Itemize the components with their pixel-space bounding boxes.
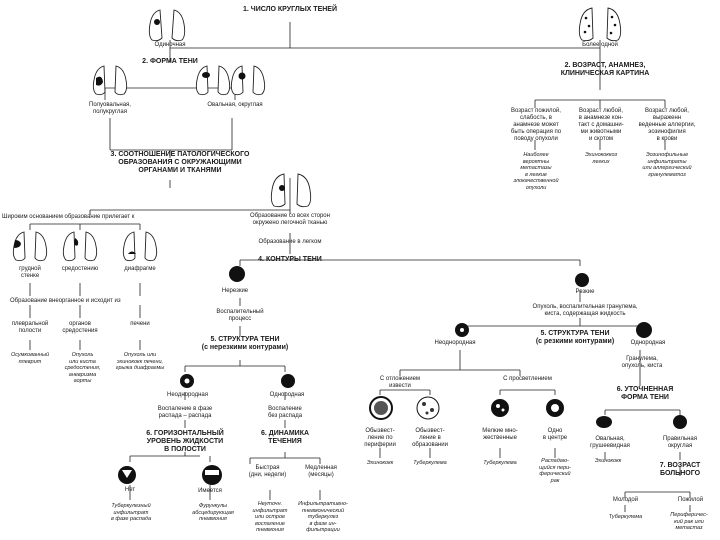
calc-inside-icon (416, 396, 440, 420)
s6m-fast-note: Неуточн. инфильтрат или острое воспалени… (252, 501, 288, 533)
s3-abdominal-note: Опухоль или эхинококк печени, грыжа диаф… (115, 352, 165, 371)
s6m-slow-note: Инфильтративно- пневмонический туберкуле… (298, 501, 348, 533)
s2-oval: Овальная, округлая (207, 102, 263, 108)
oval-form-icon (596, 416, 612, 428)
s3-wide-base: Широким основанием образование прилегает… (2, 214, 135, 220)
s5r-calc1: Обызвест- ление по периферии (364, 428, 396, 448)
s7-title: 7. ВОЗРАСТ БОЛЬНОГО (659, 462, 701, 477)
s3-surrounded: Образование со всех сторон окружено лего… (250, 213, 330, 226)
lung-oval2-icon (230, 65, 266, 96)
s3-mediastinal: органов средостения (62, 321, 98, 334)
s6m-fast: Быстрая (дни, недели) (248, 465, 287, 478)
fuzzy-shadow-icon (229, 266, 245, 282)
s5r-clear2-note: Распадаю- щийся пери- ферический рак (538, 458, 572, 484)
s2r-n2: Эхинококкоз легких (584, 152, 618, 165)
s2-title: 2. ФОРМА ТЕНИ (142, 58, 198, 65)
s3-pleural-note: Осумкованный плеврит (10, 352, 50, 365)
s7-young-note: Туберкулема (608, 514, 643, 520)
s7-old-note: Периферичес- кий рак или метастаз (670, 512, 708, 531)
s4-title: 4. КОНТУРЫ ТЕНИ (258, 256, 322, 263)
s3-title: 3. СООТНОШЕНИЕ ПАТОЛОГИЧЕСКОГО ОБРАЗОВАН… (110, 151, 250, 174)
lung-chest-icon (12, 231, 48, 262)
s5l-title: 5. СТРУКТУРА ТЕНИ (с нерезкими контурами… (201, 336, 289, 351)
s6r-title: 6. УТОЧНЕННАЯ ФОРМА ТЕНИ (616, 386, 674, 401)
s3-pleural: плевральной полости (11, 321, 49, 334)
s5l-hetero: Неоднородная (167, 392, 208, 398)
lung-diaphragm-icon (122, 231, 158, 262)
s6l-no-note: Туберкулезный инфильтрат в фазе распада (110, 503, 152, 522)
s7-old: Пожилой (677, 497, 704, 503)
s5r-clear2: Одно в центре (542, 428, 568, 441)
s4-sharp-note: Опухоль, воспалительная гранулема, киста… (532, 304, 638, 317)
s3-diaphragm: диафрагме (124, 266, 156, 272)
cavity-no-level-icon (118, 466, 136, 484)
s3-mediastinal-note: Опухоль или киста средостения, аневризма… (64, 352, 101, 384)
s5l-homo: Однородная (269, 392, 305, 398)
clear-multiple-icon (491, 399, 509, 417)
homo-sharp-icon (636, 322, 652, 338)
s6m-slow: Медленная (месяцы) (305, 465, 337, 478)
s6l-yes: Имеется (198, 488, 222, 494)
s3-in-lung: Образование в легком (258, 239, 322, 245)
s6r-oval-note: Эхинококк (594, 458, 622, 464)
s4-sharp: Резкие (575, 289, 595, 295)
s3-chest: грудной стенке (19, 266, 41, 279)
lung-multiple-icon (578, 7, 622, 42)
s5r-title: 5. СТРУКТУРА ТЕНИ (с резкими контурами) (535, 330, 615, 345)
s1-single: Одиночная (154, 42, 186, 48)
hetero-fuzzy-icon (180, 374, 194, 388)
s3-mediastinum: средостению (61, 266, 99, 272)
s5r-clear1: Мелкие мно- жественные (482, 428, 518, 441)
s5l-phase2: Воспаление без распада (267, 406, 303, 419)
s6r-oval: Овальная, грушеевидная (590, 436, 630, 449)
s2r-n3: Эозинофильные инфильтраты или аллергичес… (642, 152, 692, 178)
sharp-shadow-icon (575, 273, 589, 287)
s7-young: Молодой (612, 497, 639, 503)
s6l-yes-note: Фурункулы абсцедирующая пневмония (192, 503, 234, 522)
s6m-title: 6. ДИНАМИКА ТЕЧЕНИЯ (260, 430, 310, 445)
s5r-homo-note: Гранулема, опухоль, киста (621, 356, 663, 369)
s5r-calc2-note: Туберкулема (413, 460, 447, 466)
homo-fuzzy-icon (281, 374, 295, 388)
s6r-rounded: Правильная округлая (662, 436, 698, 449)
s5r-hetero: Неоднородная (434, 340, 476, 346)
s3-origin: Образование внеорганное и исходит из (10, 298, 121, 304)
s4-fuzzy: Нерезкие (221, 288, 249, 294)
s2r-c3: Возраст любой, выраженн веденные аллерги… (638, 108, 696, 142)
cavity-level-icon (202, 465, 222, 485)
s5r-clearing: С просветлением (503, 376, 552, 382)
s1-title: 1. ЧИСЛО КРУГЛЫХ ТЕНЕЙ (243, 6, 337, 13)
round-form-icon (673, 415, 687, 429)
lung-mediastinum-icon (62, 231, 98, 262)
lung-irregular-icon (92, 65, 128, 96)
lung-oval-icon (195, 65, 231, 96)
s5r-calc1-note: Эхинококк (366, 460, 394, 466)
s2-irregular: Полуовальная, полукруглая (89, 102, 131, 115)
calc-periphery-icon (369, 396, 393, 420)
hetero-sharp-icon (455, 323, 469, 337)
lung-single-icon (148, 9, 186, 42)
s5r-clear1-note: Туберкулема (483, 460, 517, 466)
s5l-phase1: Воспаление в фазе распада – распада (157, 406, 213, 419)
s4-inflammatory: Воспалительный процесс (216, 309, 264, 322)
lung-surrounded-icon (270, 173, 312, 208)
s5r-calcified: С отложением извести (379, 376, 421, 389)
s2r-c2: Возраст любой, в анамнезе кон- такт с до… (578, 108, 624, 142)
s6l-no: Нет (124, 487, 136, 493)
s5r-homo: Однородная (630, 340, 666, 346)
s1-multiple: Более одной (582, 42, 618, 48)
s6l-title: 6. ГОРИЗОНТАЛЬНЫЙ УРОВЕНЬ ЖИДКОСТИ В ПОЛ… (146, 430, 224, 453)
s3-abdominal: печени (130, 321, 150, 327)
s2r-c1: Возраст пожилой, слабость, в анамнезе мо… (510, 108, 562, 142)
s5r-calc2: Обызвест- ление в образовании (412, 428, 448, 448)
clear-central-icon (546, 399, 564, 417)
s2r-n1: Наиболее вероятны метастазы в легкие зло… (513, 152, 559, 191)
s2r-title: 2. ВОЗРАСТ, АНАМНЕЗ, КЛИНИЧЕСКАЯ КАРТИНА (560, 62, 650, 77)
